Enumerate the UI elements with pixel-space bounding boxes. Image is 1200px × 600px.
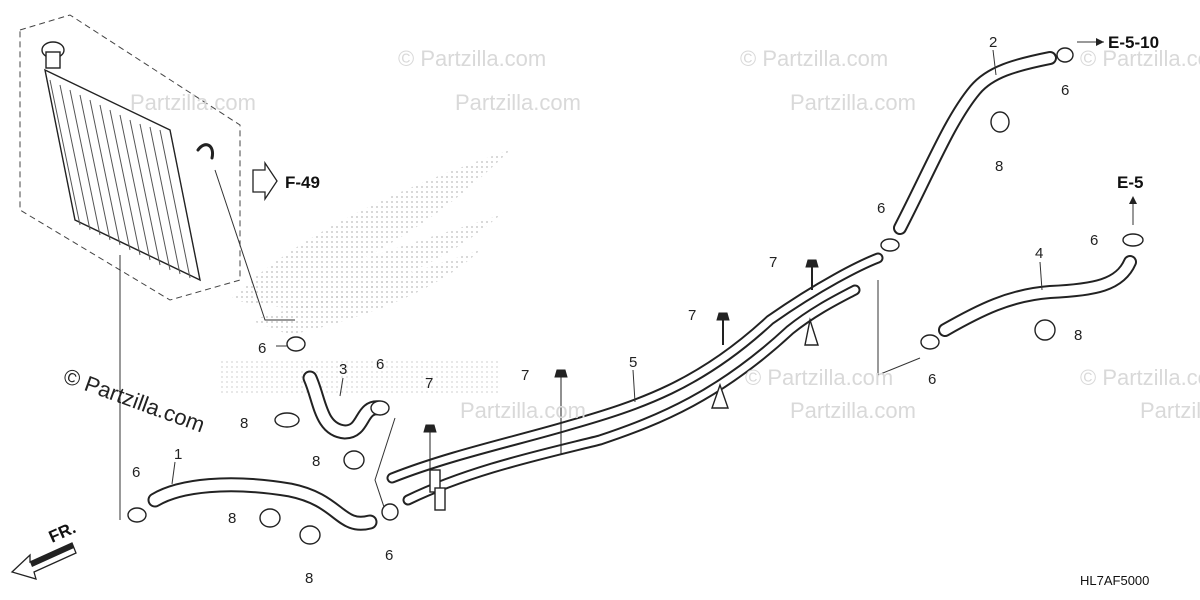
- ref-f49[interactable]: F-49: [252, 160, 320, 202]
- bolts-7[interactable]: [423, 259, 819, 470]
- callout-6: 6: [928, 371, 936, 388]
- callout-4: 4: [1035, 245, 1043, 262]
- hose-2[interactable]: [893, 51, 1057, 235]
- watermark-text: © Partzilla.com: [745, 365, 893, 390]
- callout-3: 3: [339, 361, 347, 378]
- ref-f49-label: F-49: [285, 173, 320, 192]
- watermark-main: © Partzilla.com: [60, 363, 208, 437]
- callout-1: 1: [174, 446, 182, 463]
- watermark-text: Partzilla.com: [1140, 398, 1200, 423]
- clamps-8[interactable]: [259, 111, 1056, 545]
- hose-3[interactable]: [302, 370, 388, 440]
- callout-6: 6: [877, 200, 885, 217]
- callout-2: 2: [989, 34, 997, 51]
- callout-7: 7: [688, 307, 696, 324]
- front-label: FR.: [46, 518, 79, 546]
- callout-6: 6: [132, 464, 140, 481]
- callout-8: 8: [305, 570, 313, 587]
- clamps-6[interactable]: [127, 47, 1144, 523]
- callout-8: 8: [240, 415, 248, 432]
- drawing-code: HL7AF5000: [1080, 573, 1149, 588]
- leader-lines: [171, 41, 1134, 485]
- ref-e5-10[interactable]: E-5-10: [1096, 33, 1159, 52]
- watermark-text: © Partzilla.com: [1080, 46, 1200, 71]
- radiator[interactable]: [19, 14, 241, 520]
- callout-8: 8: [312, 453, 320, 470]
- callout-numbers: 1 2 3 4 5 6 6 6 6 6 6 6 6 7 7 7 7 8 8 8 …: [132, 34, 1098, 587]
- ref-e5-label: E-5: [1117, 173, 1143, 192]
- callout-8: 8: [228, 510, 236, 527]
- watermark-text: © Partzilla.com: [398, 46, 546, 71]
- hose-4[interactable]: [938, 255, 1137, 337]
- watermark-text: Partzilla.com: [130, 90, 256, 115]
- pipe-5[interactable]: [386, 252, 884, 511]
- callout-6: 6: [1061, 82, 1069, 99]
- watermark-text: Partzilla.com: [460, 398, 586, 423]
- callout-7: 7: [521, 367, 529, 384]
- ref-e5[interactable]: E-5: [1117, 173, 1143, 204]
- callout-6: 6: [1090, 232, 1098, 249]
- watermark-text: Partzilla.com: [790, 90, 916, 115]
- front-arrow: FR.: [10, 518, 79, 580]
- callout-6: 6: [376, 356, 384, 373]
- watermark-text: Partzilla.com: [455, 90, 581, 115]
- callout-7: 7: [769, 254, 777, 271]
- watermark-text: © Partzilla.com: [1080, 365, 1200, 390]
- callout-8: 8: [995, 158, 1003, 175]
- hose-1[interactable]: [147, 477, 378, 531]
- callout-8: 8: [1074, 327, 1082, 344]
- brand-logo-watermark: [220, 150, 510, 395]
- ref-e5-10-label: E-5-10: [1108, 33, 1159, 52]
- callout-5: 5: [629, 354, 637, 371]
- callout-6: 6: [385, 547, 393, 564]
- watermark-text: © Partzilla.com: [740, 46, 888, 71]
- callout-6: 6: [258, 340, 266, 357]
- watermark-text: Partzilla.com: [790, 398, 916, 423]
- callout-7: 7: [425, 375, 433, 392]
